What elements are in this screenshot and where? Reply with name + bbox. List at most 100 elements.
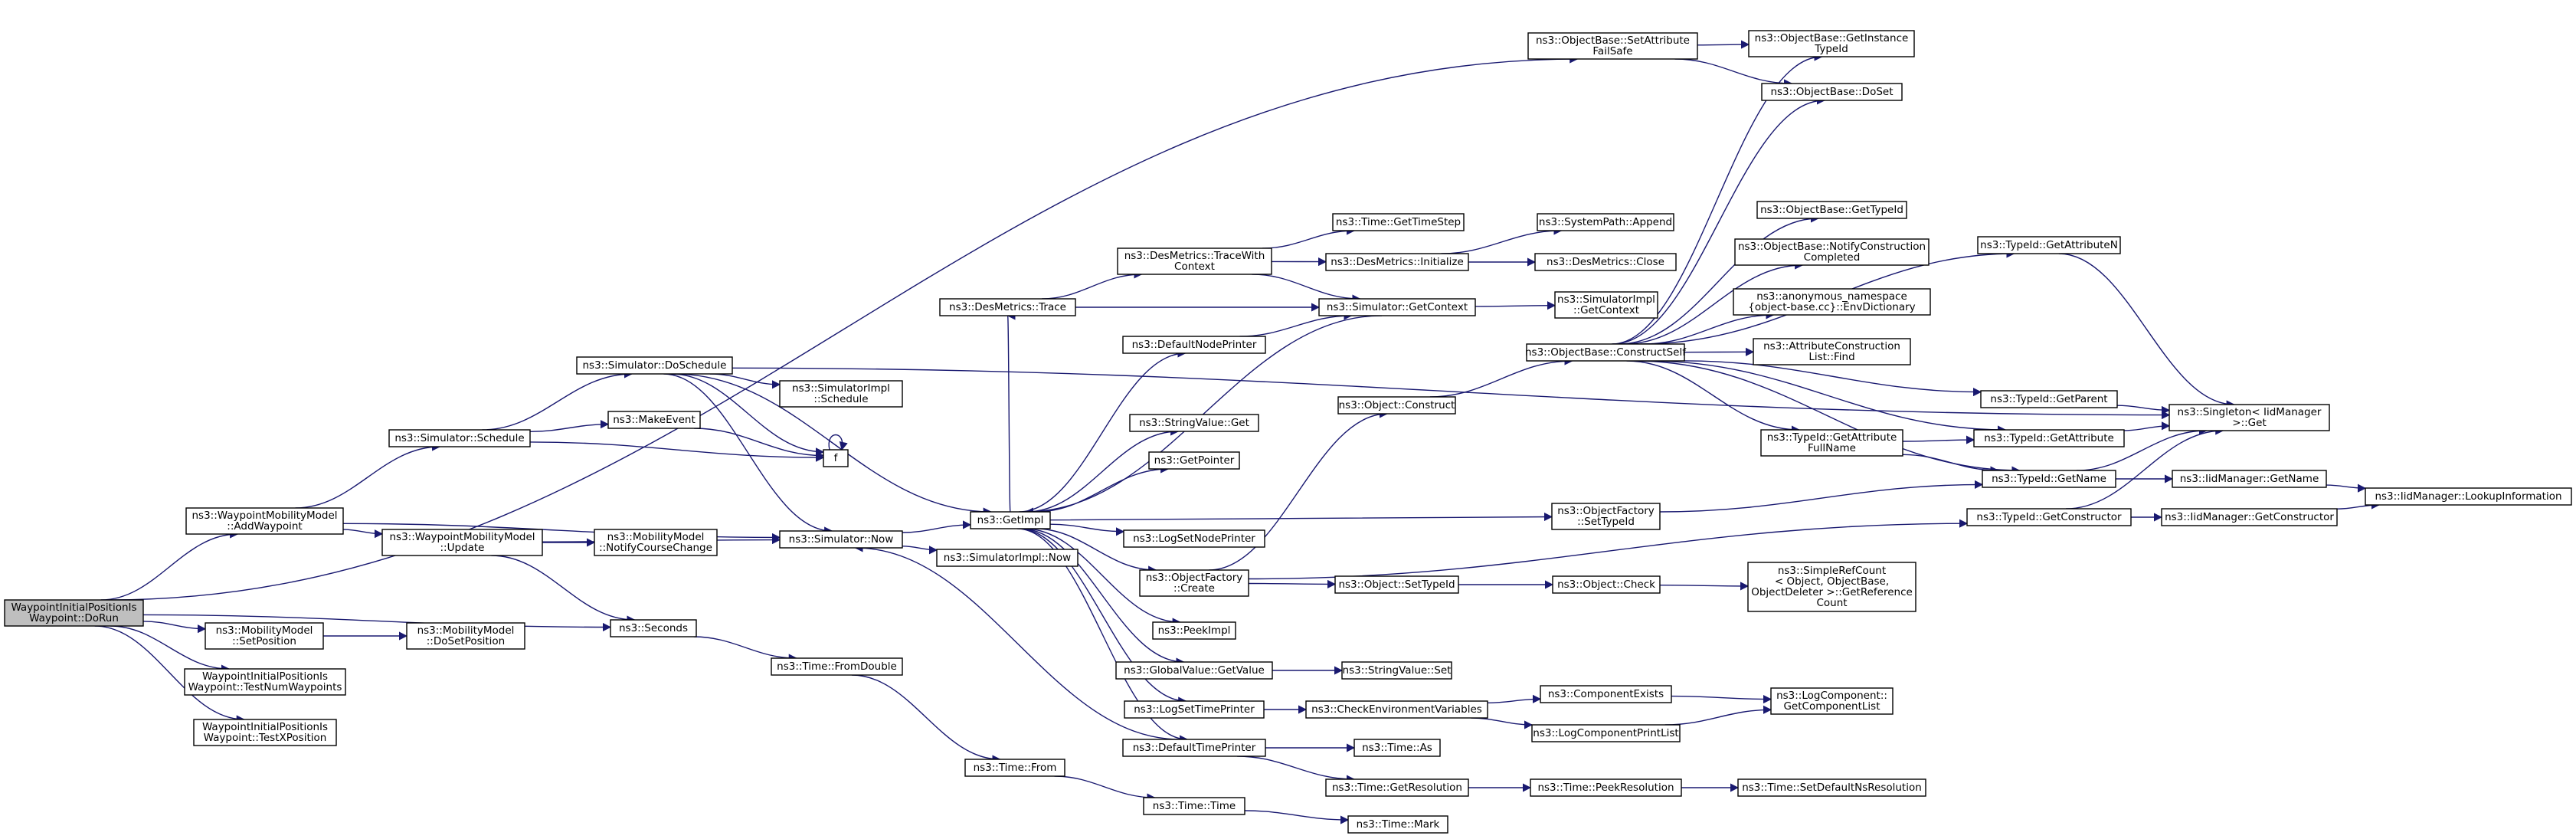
call-edge xyxy=(854,543,1180,740)
node-lookupinfo[interactable]: ns3::IidManager::LookupInformation xyxy=(2365,487,2572,506)
node-schedule[interactable]: ns3::Simulator::Schedule xyxy=(388,429,531,447)
call-edge xyxy=(491,555,636,624)
node-box xyxy=(1115,661,1273,680)
node-timemark[interactable]: ns3::Time::Mark xyxy=(1347,815,1448,834)
node-logsettimeprinter[interactable]: ns3::LogSetTimePrinter xyxy=(1124,700,1265,719)
node-objcheck[interactable]: ns3::Object::Check xyxy=(1552,575,1661,594)
node-logsetnodeprinter[interactable]: ns3::LogSetNodePrinter xyxy=(1123,529,1265,548)
node-peekresolution[interactable]: ns3::Time::PeekResolution xyxy=(1530,778,1682,797)
node-addwaypoint[interactable]: ns3::WaypointMobilityModel::AddWaypoint xyxy=(185,507,344,535)
node-box xyxy=(1540,685,1672,703)
node-setdefaultnsres[interactable]: ns3::Time::SetDefaultNsResolution xyxy=(1737,778,1926,797)
node-box xyxy=(1124,700,1265,719)
node-dosetposition[interactable]: ns3::MobilityModel::DoSetPosition xyxy=(406,622,525,650)
node-iidgetname[interactable]: ns3::IidManager::GetName xyxy=(2172,470,2327,488)
node-simimplgetcontext[interactable]: ns3::SimulatorImpl::GetContext xyxy=(1554,291,1658,319)
node-box xyxy=(193,719,337,746)
node-label: ns3::SimulatorImpl xyxy=(792,382,890,395)
node-box xyxy=(1347,815,1448,834)
call-edge xyxy=(1252,274,1361,303)
call-edge xyxy=(1626,360,1801,434)
node-testnum[interactable]: WaypointInitialPositionIsWaypoint::TestN… xyxy=(184,668,346,696)
node-label: ns3::Object::Check xyxy=(1557,578,1655,591)
node-desclose[interactable]: ns3::DesMetrics::Close xyxy=(1534,253,1677,271)
node-box xyxy=(964,759,1065,777)
node-simgetcontext[interactable]: ns3::Simulator::GetContext xyxy=(1318,298,1476,316)
node-timefrom[interactable]: ns3::Time::From xyxy=(964,759,1065,777)
node-checkenv[interactable]: ns3::CheckEnvironmentVariables xyxy=(1305,700,1488,719)
node-box xyxy=(205,622,324,650)
node-box xyxy=(1337,396,1456,415)
node-testx[interactable]: WaypointInitialPositionIsWaypoint::TestX… xyxy=(193,719,337,746)
node-gettypeid[interactable]: ns3::ObjectBase::GetTypeId xyxy=(1756,201,1907,219)
node-getparent[interactable]: ns3::TypeId::GetParent xyxy=(1980,390,2118,408)
call-edge xyxy=(1262,226,1356,249)
node-syspathappend[interactable]: ns3::SystemPath::Append xyxy=(1537,213,1674,231)
node-makeevent[interactable]: ns3::MakeEvent xyxy=(607,411,701,429)
call-edge xyxy=(1643,310,1775,345)
node-getattributen[interactable]: ns3::TypeId::GetAttributeN xyxy=(1977,236,2121,254)
node-gettimestep[interactable]: ns3::Time::GetTimeStep xyxy=(1332,213,1465,231)
node-defaulttimeprinter[interactable]: ns3::DefaultTimePrinter xyxy=(1122,739,1266,757)
node-simimplschedule[interactable]: ns3::SimulatorImpl::Schedule xyxy=(779,380,903,408)
node-getcomponentlist[interactable]: ns3::LogComponent::GetComponentList xyxy=(1770,687,1894,715)
node-simplerefcount[interactable]: ns3::SimpleRefCount< Object, ObjectBase,… xyxy=(1747,562,1916,612)
node-box xyxy=(4,599,144,627)
node-typeidgetname[interactable]: ns3::TypeId::GetName xyxy=(1982,470,2116,488)
node-stringvalueget[interactable]: ns3::StringValue::Get xyxy=(1129,414,1259,432)
node-objsettypeid[interactable]: ns3::Object::SetTypeId xyxy=(1334,575,1459,594)
node-label: ::DoSetPosition xyxy=(427,635,505,647)
node-fromdouble[interactable]: ns3::Time::FromDouble xyxy=(771,657,903,676)
node-stringvalueset[interactable]: ns3::StringValue::Set xyxy=(1341,661,1452,680)
node-box xyxy=(1737,778,1926,797)
call-edge xyxy=(1902,435,1975,444)
node-desmetricstrace[interactable]: ns3::DesMetrics::Trace xyxy=(939,298,1076,316)
node-globalvalueget[interactable]: ns3::GlobalValue::GetValue xyxy=(1115,661,1273,680)
node-label: WaypointInitialPositionIs xyxy=(202,670,328,683)
node-ofsettypeid[interactable]: ns3::ObjectFactory::SetTypeId xyxy=(1551,503,1661,530)
node-getimpl[interactable]: ns3::GetImpl xyxy=(970,511,1051,529)
node-setposition[interactable]: ns3::MobilityModel::SetPosition xyxy=(205,622,324,650)
node-getpointer[interactable]: ns3::GetPointer xyxy=(1148,451,1240,470)
node-getresolution[interactable]: ns3::Time::GetResolution xyxy=(1325,778,1469,797)
node-seconds[interactable]: ns3::Seconds xyxy=(610,619,697,637)
node-getconstructor[interactable]: ns3::TypeId::GetConstructor xyxy=(1966,508,2132,526)
node-label: ::AddWaypoint xyxy=(227,520,302,533)
node-defaultnodeprinter[interactable]: ns3::DefaultNodePrinter xyxy=(1122,336,1266,354)
node-box xyxy=(1122,336,1266,354)
node-envdictionary[interactable]: ns3::anonymous_namespace{object-base.cc}… xyxy=(1733,288,1931,316)
node-peekimpl[interactable]: ns3::PeekImpl xyxy=(1152,621,1236,640)
node-notifyconstruction[interactable]: ns3::ObjectBase::NotifyConstructionCompl… xyxy=(1734,238,1930,266)
node-iidgetconstructor[interactable]: ns3::IidManager::GetConstructor xyxy=(2161,508,2338,526)
node-constructself[interactable]: ns3::ObjectBase::ConstructSelf xyxy=(1525,343,1687,362)
node-label: ns3::DesMetrics::Initialize xyxy=(1331,256,1464,268)
node-box xyxy=(1552,575,1661,594)
node-timeas[interactable]: ns3::Time::As xyxy=(1353,739,1441,757)
call-edge xyxy=(1659,582,1750,591)
node-desinit[interactable]: ns3::DesMetrics::Initialize xyxy=(1325,253,1469,271)
node-label: ns3::SimpleRefCount xyxy=(1778,565,1886,577)
node-label: ns3::GetPointer xyxy=(1154,454,1235,467)
node-doset[interactable]: ns3::ObjectBase::DoSet xyxy=(1761,83,1903,101)
node-logcompprintlist[interactable]: ns3::LogComponentPrintList xyxy=(1531,724,1681,742)
node-f[interactable]: f xyxy=(823,449,849,467)
node-label: ns3::ComponentExists xyxy=(1548,688,1664,700)
node-simimplnow[interactable]: ns3::SimulatorImpl::Now xyxy=(936,549,1079,567)
node-timetime[interactable]: ns3::Time::Time xyxy=(1143,797,1245,815)
node-now[interactable]: ns3::Simulator::Now xyxy=(779,530,903,549)
node-ofcreate[interactable]: ns3::ObjectFactory::Create xyxy=(1139,569,1249,597)
node-notify[interactable]: ns3::MobilityModel::NotifyCourseChange xyxy=(594,529,718,556)
node-compexists[interactable]: ns3::ComponentExists xyxy=(1540,685,1672,703)
node-objconstruct[interactable]: ns3::Object::Construct xyxy=(1337,396,1456,415)
node-getattribute[interactable]: ns3::TypeId::GetAttribute xyxy=(1973,429,2125,447)
node-doschedule[interactable]: ns3::Simulator::DoSchedule xyxy=(576,356,733,375)
node-box xyxy=(1318,298,1476,316)
node-wmmupdate[interactable]: ns3::WaypointMobilityModel::Update xyxy=(381,529,543,556)
node-singletonget[interactable]: ns3::Singleton< IidManager>::Get xyxy=(2168,404,2330,431)
